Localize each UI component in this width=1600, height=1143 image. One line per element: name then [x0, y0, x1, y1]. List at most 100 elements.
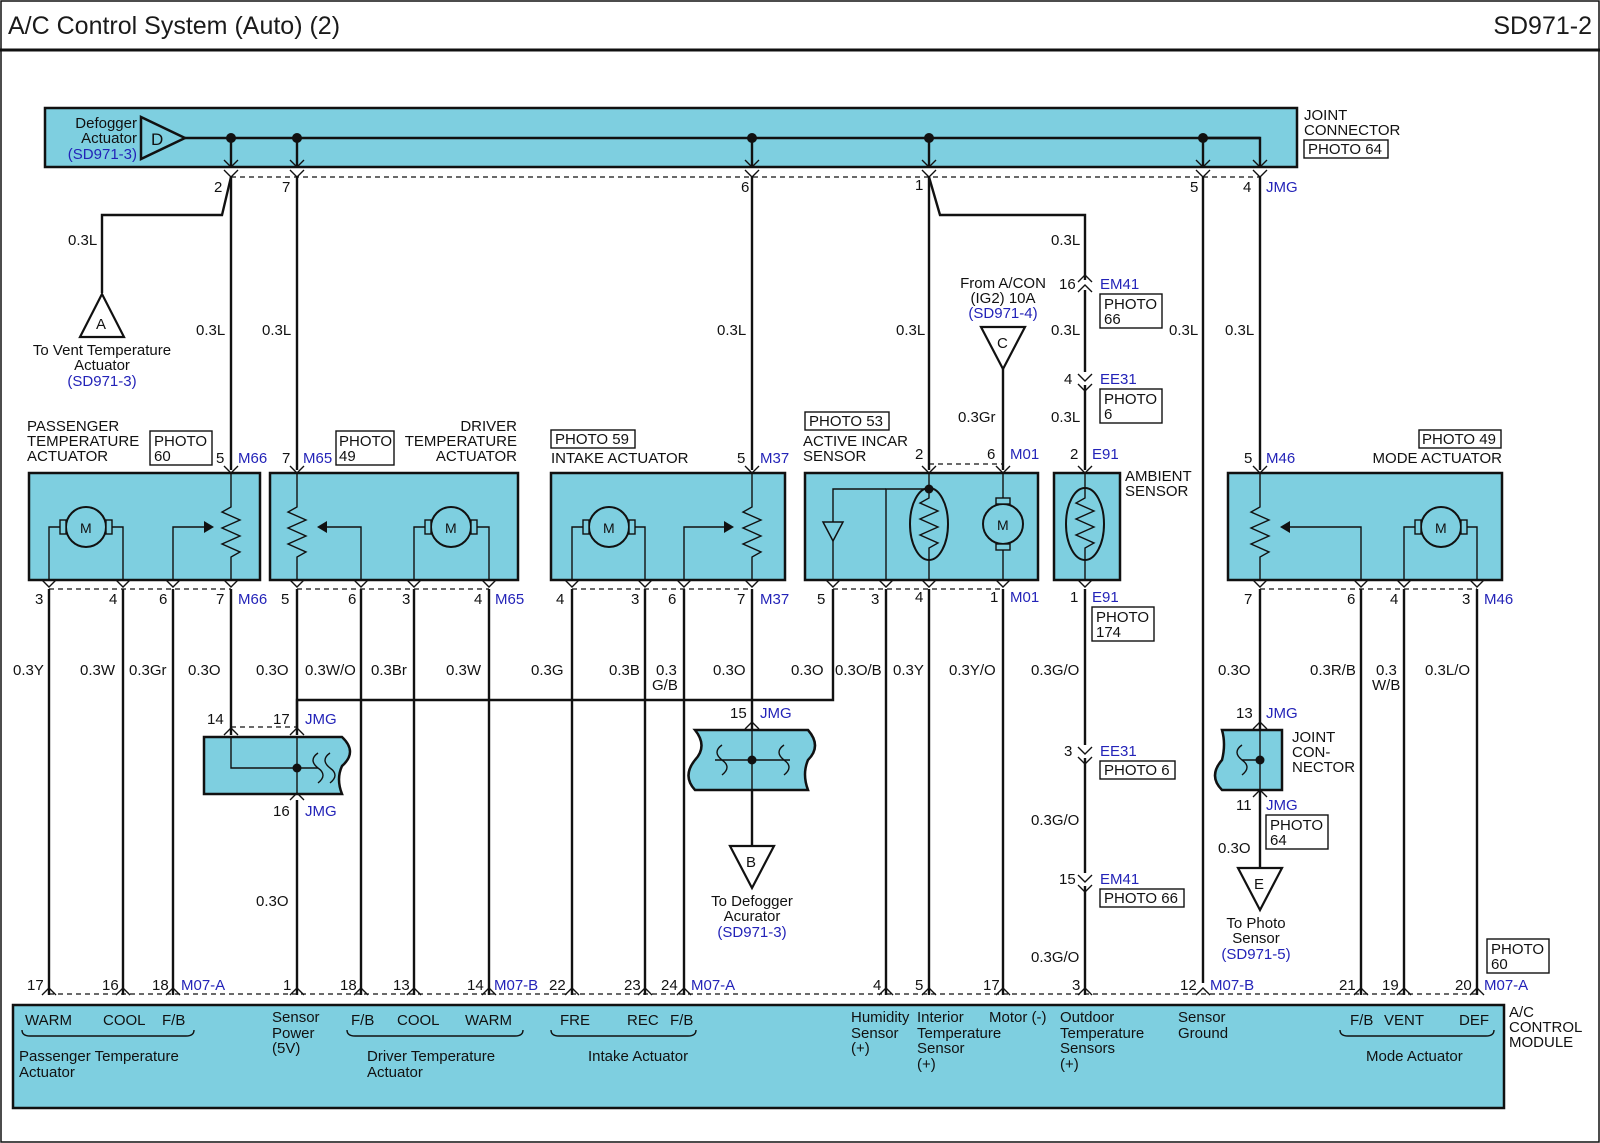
pin-number: 7: [737, 591, 745, 608]
connector-code: M66: [238, 591, 267, 608]
pin-number: 3: [402, 591, 410, 608]
mode-actuator: PHOTO 49 MODE ACTUATOR 5 M46 M 7 6 4 3 M…: [1226, 429, 1513, 608]
defogger-actuator-symbol: [139, 115, 188, 161]
page-code: SD971-2: [1493, 12, 1592, 40]
from-acon-ref-link[interactable]: (SD971-4): [968, 305, 1037, 322]
connector-code: JMG: [760, 705, 792, 722]
pin-number: 5: [281, 591, 289, 608]
terminal-label: Sensor: [917, 1040, 965, 1057]
group-label: Actuator: [367, 1064, 423, 1081]
ac-control-module: PHOTO 60 17 16 18 M07-A 1 18 13 14 M07-B…: [11, 938, 1582, 1110]
pin-number: 3: [871, 591, 879, 608]
connector-code: JMG: [1266, 705, 1298, 722]
wire-label: 0.3Gr: [129, 662, 167, 679]
defogger-ref-link[interactable]: (SD971-3): [68, 146, 137, 163]
wire-label: 0.3O: [713, 662, 746, 679]
terminal-label: WARM: [465, 1012, 512, 1029]
wire-label: 0.3L: [1051, 322, 1080, 339]
pin-number: 23: [624, 977, 641, 994]
pin-number: 4: [915, 589, 923, 606]
wire-label: 0.3Y: [893, 662, 924, 679]
lower-wire-labels: 0.3Y 0.3W 0.3Gr 0.3O 0.3O 0.3W/O 0.3Br 0…: [13, 662, 1470, 966]
defogger-out-letter: B: [746, 854, 756, 871]
defogger-actuator-label-2: Actuator: [81, 130, 137, 147]
active-incar-sensor: PHOTO 53 ACTIVE INCAR SENSOR 2 6 M01 M 5…: [803, 411, 1040, 608]
ee31-photo-num: 6: [1104, 406, 1112, 423]
pin-number: 22: [549, 977, 566, 994]
component-label: TEMPERATURE: [405, 433, 517, 450]
wire-label: 0.3W: [446, 662, 482, 679]
photo-ref: PHOTO 53: [809, 413, 883, 430]
from-acon-symbol: [979, 325, 1027, 372]
terminal-label: FRE: [560, 1012, 590, 1029]
from-acon-label: From A/CON: [960, 275, 1046, 292]
pin-number: 4: [109, 591, 117, 608]
defogger-out-ref-link[interactable]: (SD971-3): [717, 924, 786, 941]
pin-number: 2: [1070, 446, 1078, 463]
pin-number: 7: [1244, 591, 1252, 608]
jc-pin: 5: [1190, 179, 1198, 196]
wire-label: 0.3O: [256, 662, 289, 679]
potentiometer-icon: [1249, 473, 1271, 580]
wire-label: 0.3: [1376, 662, 1397, 679]
wire-label: 0.3: [656, 662, 677, 679]
vent-temp-symbol: [78, 291, 126, 339]
joint-connector-label: JOINT: [1304, 107, 1347, 124]
component-label: A/C: [1509, 1004, 1534, 1021]
wire-label: 0.3O: [256, 893, 289, 910]
photo-ref: 49: [339, 448, 356, 465]
pin-number: 3: [1072, 977, 1080, 994]
terminal-label: (+): [1060, 1056, 1079, 1073]
pin-number: 6: [668, 591, 676, 608]
component-label: CONTROL: [1509, 1019, 1582, 1036]
connector-code: E91: [1092, 589, 1119, 606]
component-label: TEMPERATURE: [27, 433, 139, 450]
group-label: Passenger Temperature: [19, 1048, 179, 1065]
wire-label: 0.3L: [896, 322, 925, 339]
wire-label: 0.3L: [68, 232, 97, 249]
component-label: CON-: [1292, 744, 1330, 761]
connector-code: M01: [1010, 589, 1039, 606]
em41-top: 16 EM41 PHOTO 66: [1059, 274, 1163, 329]
lower-wires: [47, 589, 1479, 995]
em41-photo: PHOTO: [1104, 296, 1157, 313]
group-label: Intake Actuator: [588, 1048, 688, 1065]
component-label: MODE ACTUATOR: [1373, 450, 1503, 467]
connector-code: M65: [303, 450, 332, 467]
terminal-label: VENT: [1384, 1012, 1424, 1029]
defogger-actuator-label: Defogger: [75, 115, 137, 132]
photo-sensor-ref-link[interactable]: (SD971-5): [1221, 946, 1290, 963]
wire-label: 0.3W: [80, 662, 116, 679]
photo-ref: PHOTO 59: [555, 431, 629, 448]
photo-ref: PHOTO: [154, 433, 207, 450]
pin-number: 3: [1462, 591, 1470, 608]
photo-ref: PHOTO: [1096, 609, 1149, 626]
terminal-label: (+): [851, 1040, 870, 1057]
pin-number: 5: [737, 450, 745, 467]
pin-number: 16: [273, 803, 290, 820]
connector-code: E91: [1092, 446, 1119, 463]
joint-connector-label-2: CONNECTOR: [1304, 122, 1401, 139]
defogger-letter: D: [151, 130, 163, 149]
wire-label: 0.3L/O: [1425, 662, 1470, 679]
terminal-label: Humidity: [851, 1009, 910, 1026]
terminal-label: Motor (-): [989, 1009, 1047, 1026]
potentiometer-icon: [286, 473, 308, 580]
terminal-label: Ground: [1178, 1025, 1228, 1042]
photo-ref: PHOTO 6: [1104, 762, 1170, 779]
connector-code: EM41: [1100, 871, 1139, 888]
connector-code: M37: [760, 450, 789, 467]
pin-number: 17: [27, 977, 44, 994]
wire-label: G/B: [652, 677, 678, 694]
terminal-label: F/B: [1350, 1012, 1373, 1029]
from-acon-letter: C: [997, 335, 1008, 352]
component-label: SENSOR: [1125, 483, 1189, 500]
pin-number: 20: [1455, 977, 1472, 994]
pin-number: 18: [340, 977, 357, 994]
wire-label: 0.3O: [791, 662, 824, 679]
jc-pin: 7: [282, 179, 290, 196]
wire-label: 0.3L: [1051, 232, 1080, 249]
vent-temp-ref-link[interactable]: (SD971-3): [67, 373, 136, 390]
pin-number: 4: [556, 591, 564, 608]
